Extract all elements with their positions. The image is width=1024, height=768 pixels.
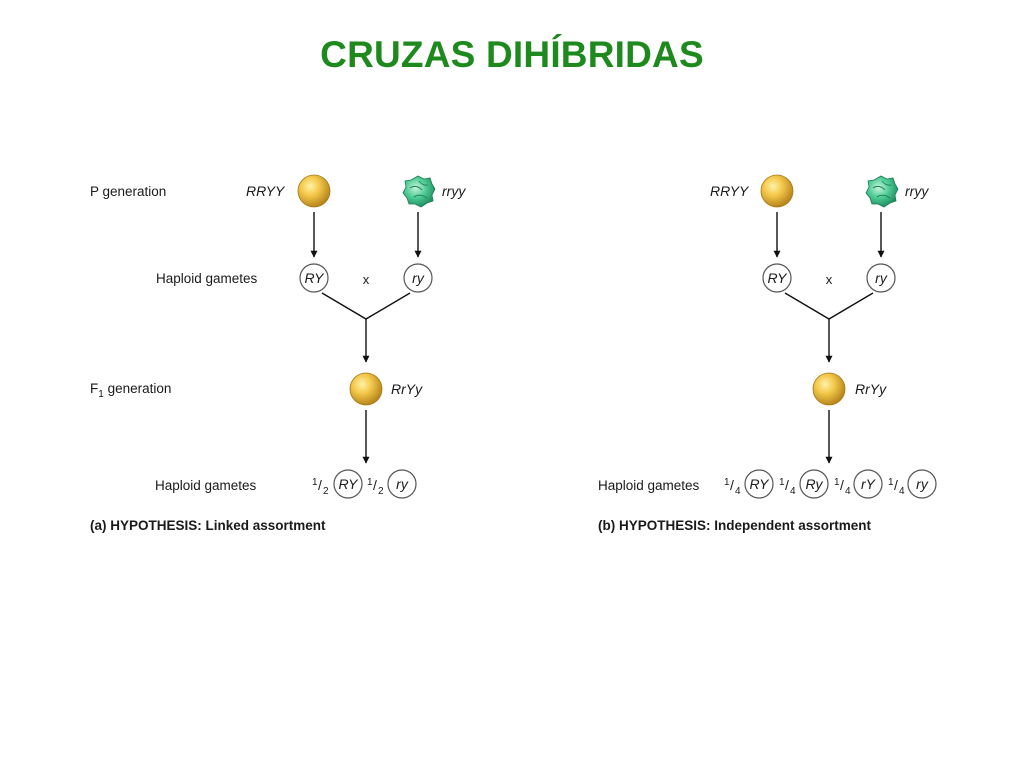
wrinkled-green-pea-icon xyxy=(865,175,899,208)
svg-text:RY: RY xyxy=(339,476,360,492)
svg-text:ry: ry xyxy=(916,476,929,492)
svg-text:2: 2 xyxy=(323,486,329,497)
gamete-circle: ry xyxy=(403,263,433,293)
f1-genotype: RrYy xyxy=(391,381,423,397)
svg-text:4: 4 xyxy=(790,486,796,497)
svg-text:/: / xyxy=(318,477,322,493)
gametes-label: Haploid gametes xyxy=(156,271,258,286)
svg-text:4: 4 xyxy=(899,486,905,497)
svg-text:/: / xyxy=(785,477,789,493)
round-yellow-pea-icon xyxy=(760,174,794,208)
gamete-circle: ry xyxy=(907,469,937,499)
gamete-circle: ry xyxy=(387,469,417,499)
parent1-genotype: RRYY xyxy=(710,183,750,199)
svg-text:rY: rY xyxy=(861,476,877,492)
gamete-circle: ry xyxy=(866,263,896,293)
fraction-label: 1 / 4 xyxy=(888,477,905,497)
svg-text:1: 1 xyxy=(834,477,840,488)
svg-text:1: 1 xyxy=(367,477,373,488)
f1-gametes-label: Haploid gametes xyxy=(598,478,700,493)
svg-text:/: / xyxy=(373,477,377,493)
svg-text:/: / xyxy=(840,477,844,493)
svg-text:4: 4 xyxy=(735,486,741,497)
fraction-label: 1 / 2 xyxy=(312,477,329,497)
parent2-genotype: rryy xyxy=(442,183,466,199)
p-generation-label: P generation xyxy=(90,184,166,199)
svg-text:Ry: Ry xyxy=(805,476,823,492)
round-yellow-pea-icon xyxy=(349,372,383,406)
svg-text:/: / xyxy=(894,477,898,493)
gamete-circle: RY xyxy=(762,263,792,293)
gamete-circle: RY xyxy=(299,263,329,293)
gamete-circle: RY xyxy=(333,469,363,499)
round-yellow-pea-icon xyxy=(297,174,331,208)
fertilization-lines xyxy=(784,292,874,320)
gamete-label: RY xyxy=(305,270,326,286)
svg-text:1: 1 xyxy=(312,477,318,488)
panel-a-caption: (a) HYPOTHESIS: Linked assortment xyxy=(90,518,326,533)
panel-b-independent-assortment: RRYY rryy RY x ry RrYy Haploid gametes xyxy=(598,174,937,533)
svg-text:4: 4 xyxy=(845,486,851,497)
fraction-label: 1 / 4 xyxy=(724,477,741,497)
gamete-circle: Ry xyxy=(799,469,829,499)
f1-gametes-label: Haploid gametes xyxy=(155,478,257,493)
svg-text:ry: ry xyxy=(396,476,409,492)
fraction-label: 1 / 4 xyxy=(779,477,796,497)
page-title: CRUZAS DIHÍBRIDAS xyxy=(320,34,704,75)
parent2-genotype: rryy xyxy=(905,183,929,199)
parent1-genotype: RRYY xyxy=(246,183,286,199)
f1-generation-label: F1 generation xyxy=(90,381,171,400)
svg-text:1: 1 xyxy=(779,477,785,488)
round-yellow-pea-icon xyxy=(812,372,846,406)
svg-text:RY: RY xyxy=(768,270,789,286)
f1-genotype: RrYy xyxy=(855,381,887,397)
panel-a-linked-assortment: P generation RRYY rryy Haploid gametes R… xyxy=(90,174,466,533)
wrinkled-green-pea-icon xyxy=(402,175,436,208)
gamete-circle: RY xyxy=(744,469,774,499)
panel-b-caption: (b) HYPOTHESIS: Independent assortment xyxy=(598,518,872,533)
fraction-label: 1 / 2 xyxy=(367,477,384,497)
svg-text:RY: RY xyxy=(750,476,771,492)
svg-text:1: 1 xyxy=(888,477,894,488)
gamete-circle: rY xyxy=(853,469,883,499)
gamete-label: ry xyxy=(412,270,425,286)
svg-text:2: 2 xyxy=(378,486,384,497)
cross-symbol: x xyxy=(363,272,370,287)
svg-text:/: / xyxy=(730,477,734,493)
svg-text:ry: ry xyxy=(875,270,888,286)
cross-symbol: x xyxy=(826,272,833,287)
fraction-label: 1 / 4 xyxy=(834,477,851,497)
fertilization-lines xyxy=(321,292,411,320)
svg-text:1: 1 xyxy=(724,477,730,488)
